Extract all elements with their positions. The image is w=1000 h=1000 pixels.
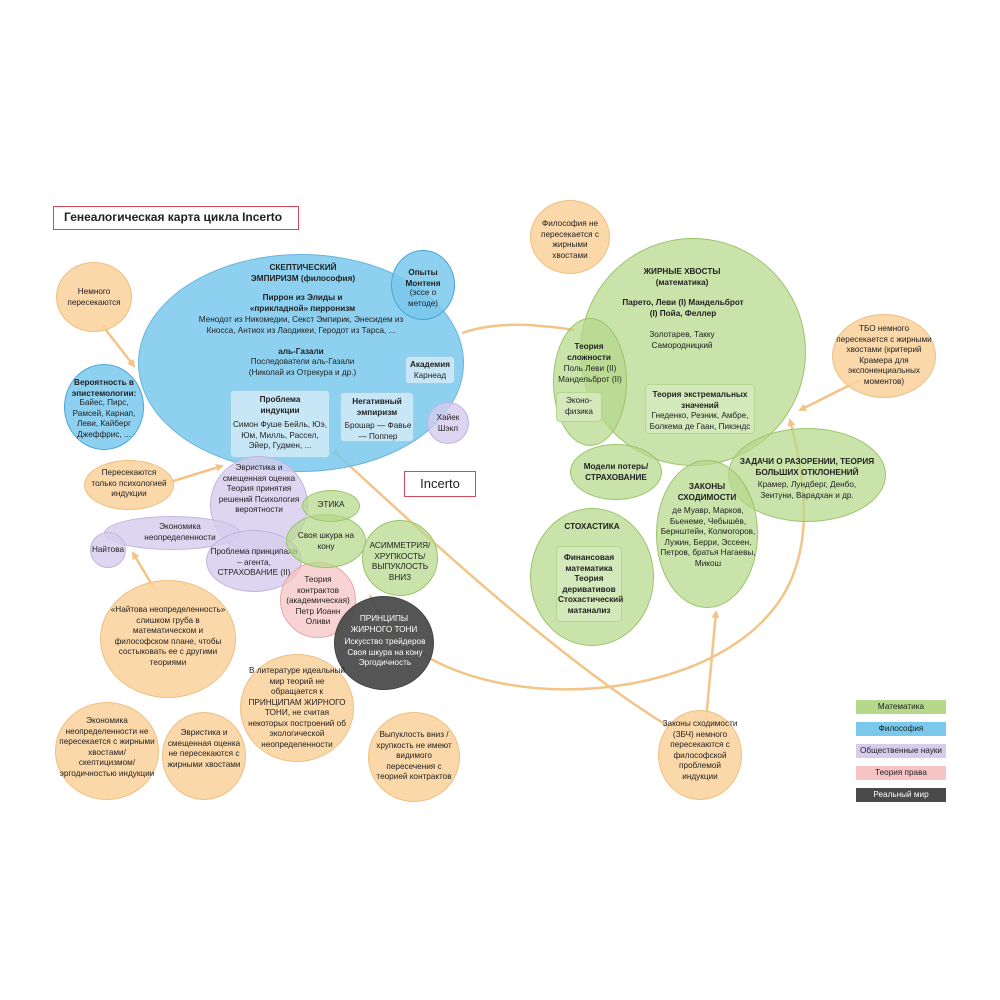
agency-text: Проблема принципала – агента, СТРАХОВАНИ… <box>210 547 298 577</box>
contracts-text: Теория контрактов (академическая) Петр И… <box>286 575 350 626</box>
skeptic-pyrrho-heading: Пиррон из Элиды и «прикладной» пирронизм <box>249 293 356 313</box>
note-bubble <box>100 580 236 698</box>
complexity-circle <box>553 318 627 446</box>
econophysics-text: Эконо- физика <box>565 396 593 416</box>
note-bubble <box>368 712 460 802</box>
note-text: Пересекаются только психологией индукции <box>91 468 167 498</box>
hayek-circle <box>427 402 469 444</box>
asymmetry-text: АСИММЕТРИЯ/ ХРУПКОСТЬ/ ВЫПУКЛОСТЬ ВНИЗ <box>369 541 431 582</box>
ruin-text: Крамер, Лундберг, Денбо, Зеитуни, Варадх… <box>757 480 857 500</box>
stochastics-text: Финансовая математика Теория деривативов… <box>558 553 624 615</box>
incerto-label: Incerto <box>404 471 476 497</box>
note-text: ТБО немного пересекается с жирными хвост… <box>836 324 932 386</box>
legend-social-sciences: Общественные науки <box>856 744 946 758</box>
fat-tails-names: Парето, Леви (I) Мандельброт (I) Пойа, Ф… <box>622 298 744 318</box>
induction-box <box>230 390 330 458</box>
line-induction-to-n10 <box>330 447 669 728</box>
asymmetry-circle <box>362 520 438 596</box>
skeptic-heading: СКЕПТИЧЕСКИЙ ЭМПИРИЗМ (философия) <box>250 263 356 283</box>
fat-tony-circle <box>334 596 434 690</box>
complexity-heading: Теория сложности <box>567 342 611 362</box>
induction-heading: Проблема индукции <box>259 395 301 415</box>
legend-math: Математика <box>856 700 946 714</box>
montaigne-heading: Опыты Монтеня <box>405 268 441 288</box>
note-text: Выпуклость вниз / хрупкость не имеют вид… <box>376 730 452 781</box>
fat-tails-text: Золотарев, Такку Самородницкий <box>649 330 715 350</box>
montaigne-circle <box>391 250 455 320</box>
note-text: Философия не пересекается с жирными хвос… <box>541 219 599 260</box>
note-bubble <box>84 460 174 510</box>
arrow-n2-to-heuristics <box>169 463 224 484</box>
knight-text: Найтова <box>91 545 125 554</box>
note-bubble <box>162 712 246 800</box>
hayek-text: Хайек Шэкл <box>436 413 460 433</box>
note-text: В литературе идеальный мир теорий не обр… <box>248 666 346 749</box>
legend-law: Теория права <box>856 766 946 780</box>
fat-tails-heading: ЖИРНЫЕ ХВОСТЫ (математика) <box>643 267 721 287</box>
negative-empiricism-text: Брошар — Фавье — Поппер <box>344 421 412 441</box>
academy-text: Карнеад <box>413 371 447 380</box>
econ-uncertainty-text: Экономика неопределенности <box>144 522 216 542</box>
skeptic-ghazali-heading: аль-Газали <box>278 347 324 356</box>
fat-tony-text: Искусство трейдеров Своя шкура на кону Э… <box>344 637 426 667</box>
loss-models-text: Модели потерь/ СТРАХОВАНИЕ <box>583 462 649 482</box>
note-bubble <box>240 654 354 762</box>
note-text: Немного пересекаются <box>67 287 121 307</box>
econophysics-box <box>556 392 602 422</box>
ethics-circle <box>302 490 360 522</box>
note-bubble <box>658 710 742 800</box>
negative-empiricism-box <box>340 392 414 442</box>
probability-heading: Вероятность в эпистемологии: <box>71 378 137 398</box>
probability-circle <box>64 364 144 450</box>
convergence-text: де Муавр, Марков, Бьенеме, Чебышёв, Берн… <box>660 506 756 568</box>
note-bubble <box>55 702 159 800</box>
note-bubble <box>56 262 132 332</box>
note-bubble <box>530 200 610 274</box>
note-text: Эвристика и смещенная оценка не пересека… <box>167 728 241 769</box>
extreme-values-text: Гнеденко, Резник, Амбре, Болкема де Гаан… <box>649 411 751 431</box>
skeptic-pyrrho-text: Менодот из Никомедии, Секст Эмпирик, Эне… <box>198 315 404 335</box>
legend-philosophy: Философия <box>856 722 946 736</box>
montaigne-text: (эссе о методе) <box>408 288 438 308</box>
extreme-values-heading: Теория экстремальных значений <box>652 390 748 410</box>
note-text: Законы сходимости (ЗБЧ) немного пересека… <box>662 719 738 781</box>
convergence-heading: ЗАКОНЫ СХОДИМОСТИ <box>677 482 737 502</box>
arrow-n10-to-convergence <box>704 610 720 721</box>
note-text: Экономика неопределенности не пересекает… <box>59 716 155 778</box>
knight-circle <box>90 532 126 568</box>
skeptic-ghazali-text: Последователи аль-Газали (Николай из Отр… <box>248 357 357 377</box>
ruin-heading: ЗАДАЧИ О РАЗОРЕНИИ, ТЕОРИЯ БОЛЬШИХ ОТКЛО… <box>739 457 875 477</box>
arrow-n1-to-probability <box>101 324 136 368</box>
ethics-text: ЭТИКА <box>317 500 345 509</box>
stochastics-heading: СТОХАСТИКА <box>564 522 620 531</box>
negative-empiricism-heading: Негативный эмпиризм <box>352 397 402 417</box>
skin-text: Своя шкура на кону <box>297 531 355 551</box>
note-bubble <box>832 314 936 398</box>
complexity-text: Поль Леви (II) Мандельброт (II) <box>558 364 622 384</box>
fat-tony-heading: ПРИНЦИПЫ ЖИРНОГО ТОНИ <box>350 614 418 634</box>
extreme-values-box <box>645 384 755 434</box>
probability-text: Байес, Пирс, Рамсей, Карнап, Леви, Кайбе… <box>72 398 136 439</box>
legend-real-world: Реальный мир <box>856 788 946 802</box>
academy-heading: Академия <box>409 360 451 369</box>
map-title: Генеалогическая карта цикла Incerto <box>53 206 299 230</box>
induction-text: Симон Фуше Бейль, Юэ, Юм, Милль, Рассел,… <box>233 420 327 450</box>
academy-box <box>405 356 455 384</box>
stochastics-box <box>556 546 622 622</box>
convergence-circle <box>656 460 758 608</box>
loss-models-circle <box>570 444 662 500</box>
arc-skeptic-to-fat-tails <box>461 323 576 335</box>
heuristics-text: Эвристика и смещенная оценка Теория прин… <box>218 463 300 514</box>
note-text: «Найтова неопределенность» слишком груба… <box>110 605 226 667</box>
